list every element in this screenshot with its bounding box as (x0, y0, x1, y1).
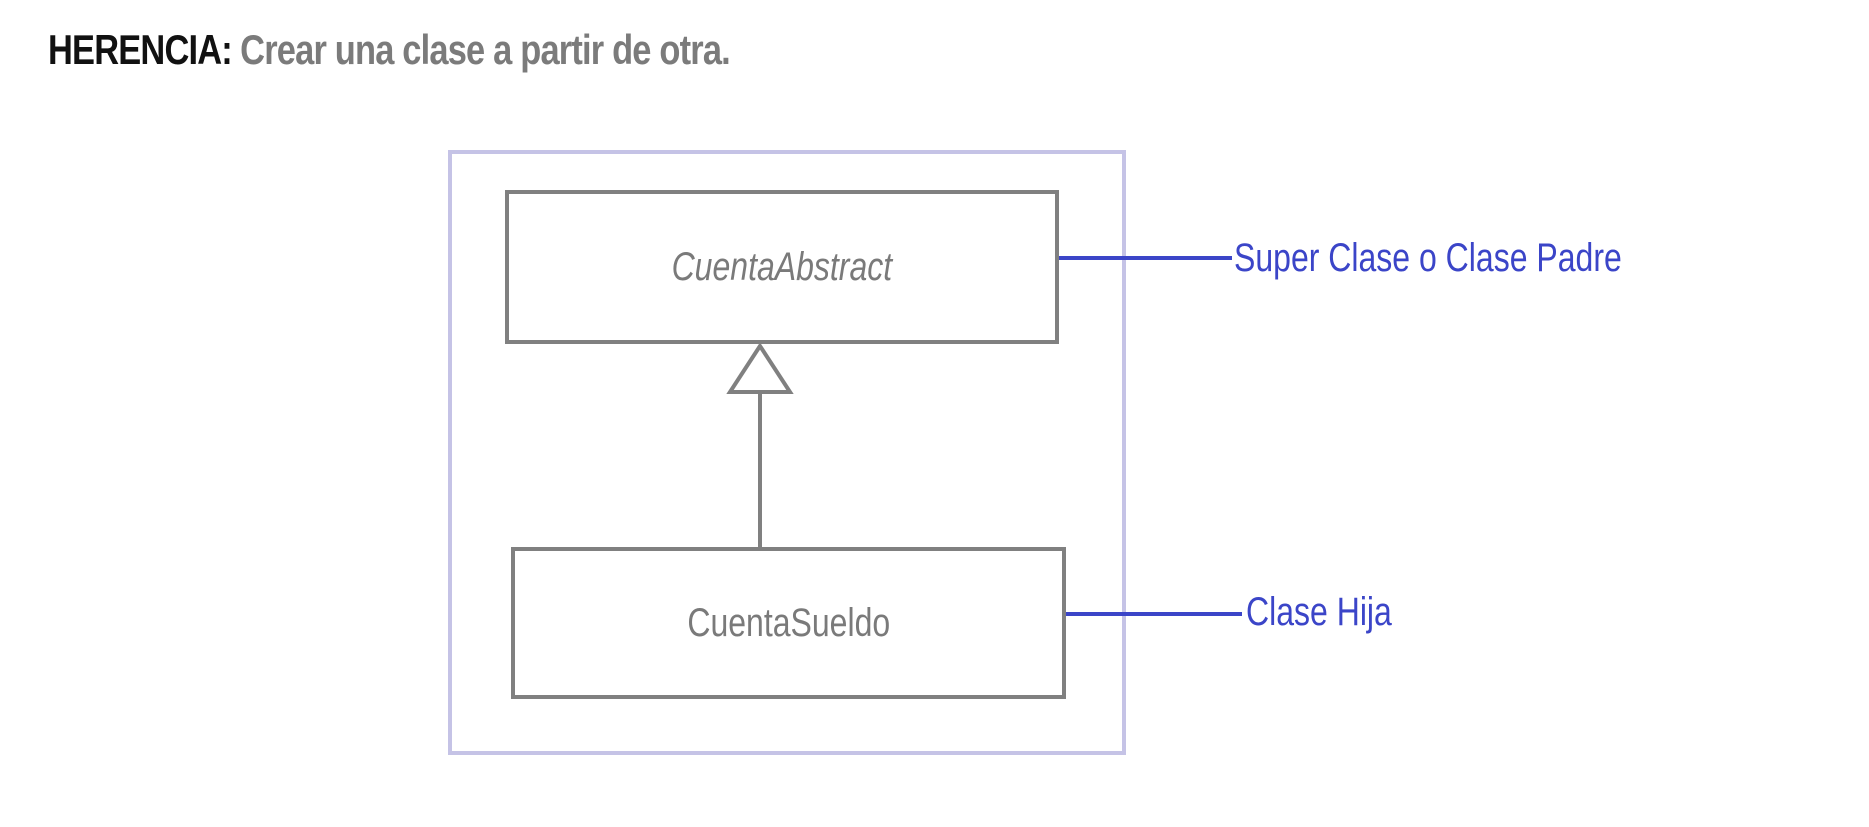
callout-child-class: Clase Hija (1246, 590, 1392, 634)
page-heading: HERENCIA:Crear una clase a partir de otr… (48, 26, 731, 74)
heading-description: Crear una clase a partir de otra. (240, 26, 731, 73)
heading-keyword: HERENCIA: (48, 26, 233, 73)
child-class-name: CuentaSueldo (687, 600, 890, 645)
parent-class-box: CuentaAbstract (505, 190, 1059, 344)
child-class-box: CuentaSueldo (511, 547, 1066, 699)
inheritance-arrowhead (726, 342, 794, 394)
diagram-frame (448, 150, 1126, 755)
parent-class-name: CuentaAbstract (671, 244, 893, 289)
callout-super-class: Super Clase o Clase Padre (1234, 236, 1622, 280)
